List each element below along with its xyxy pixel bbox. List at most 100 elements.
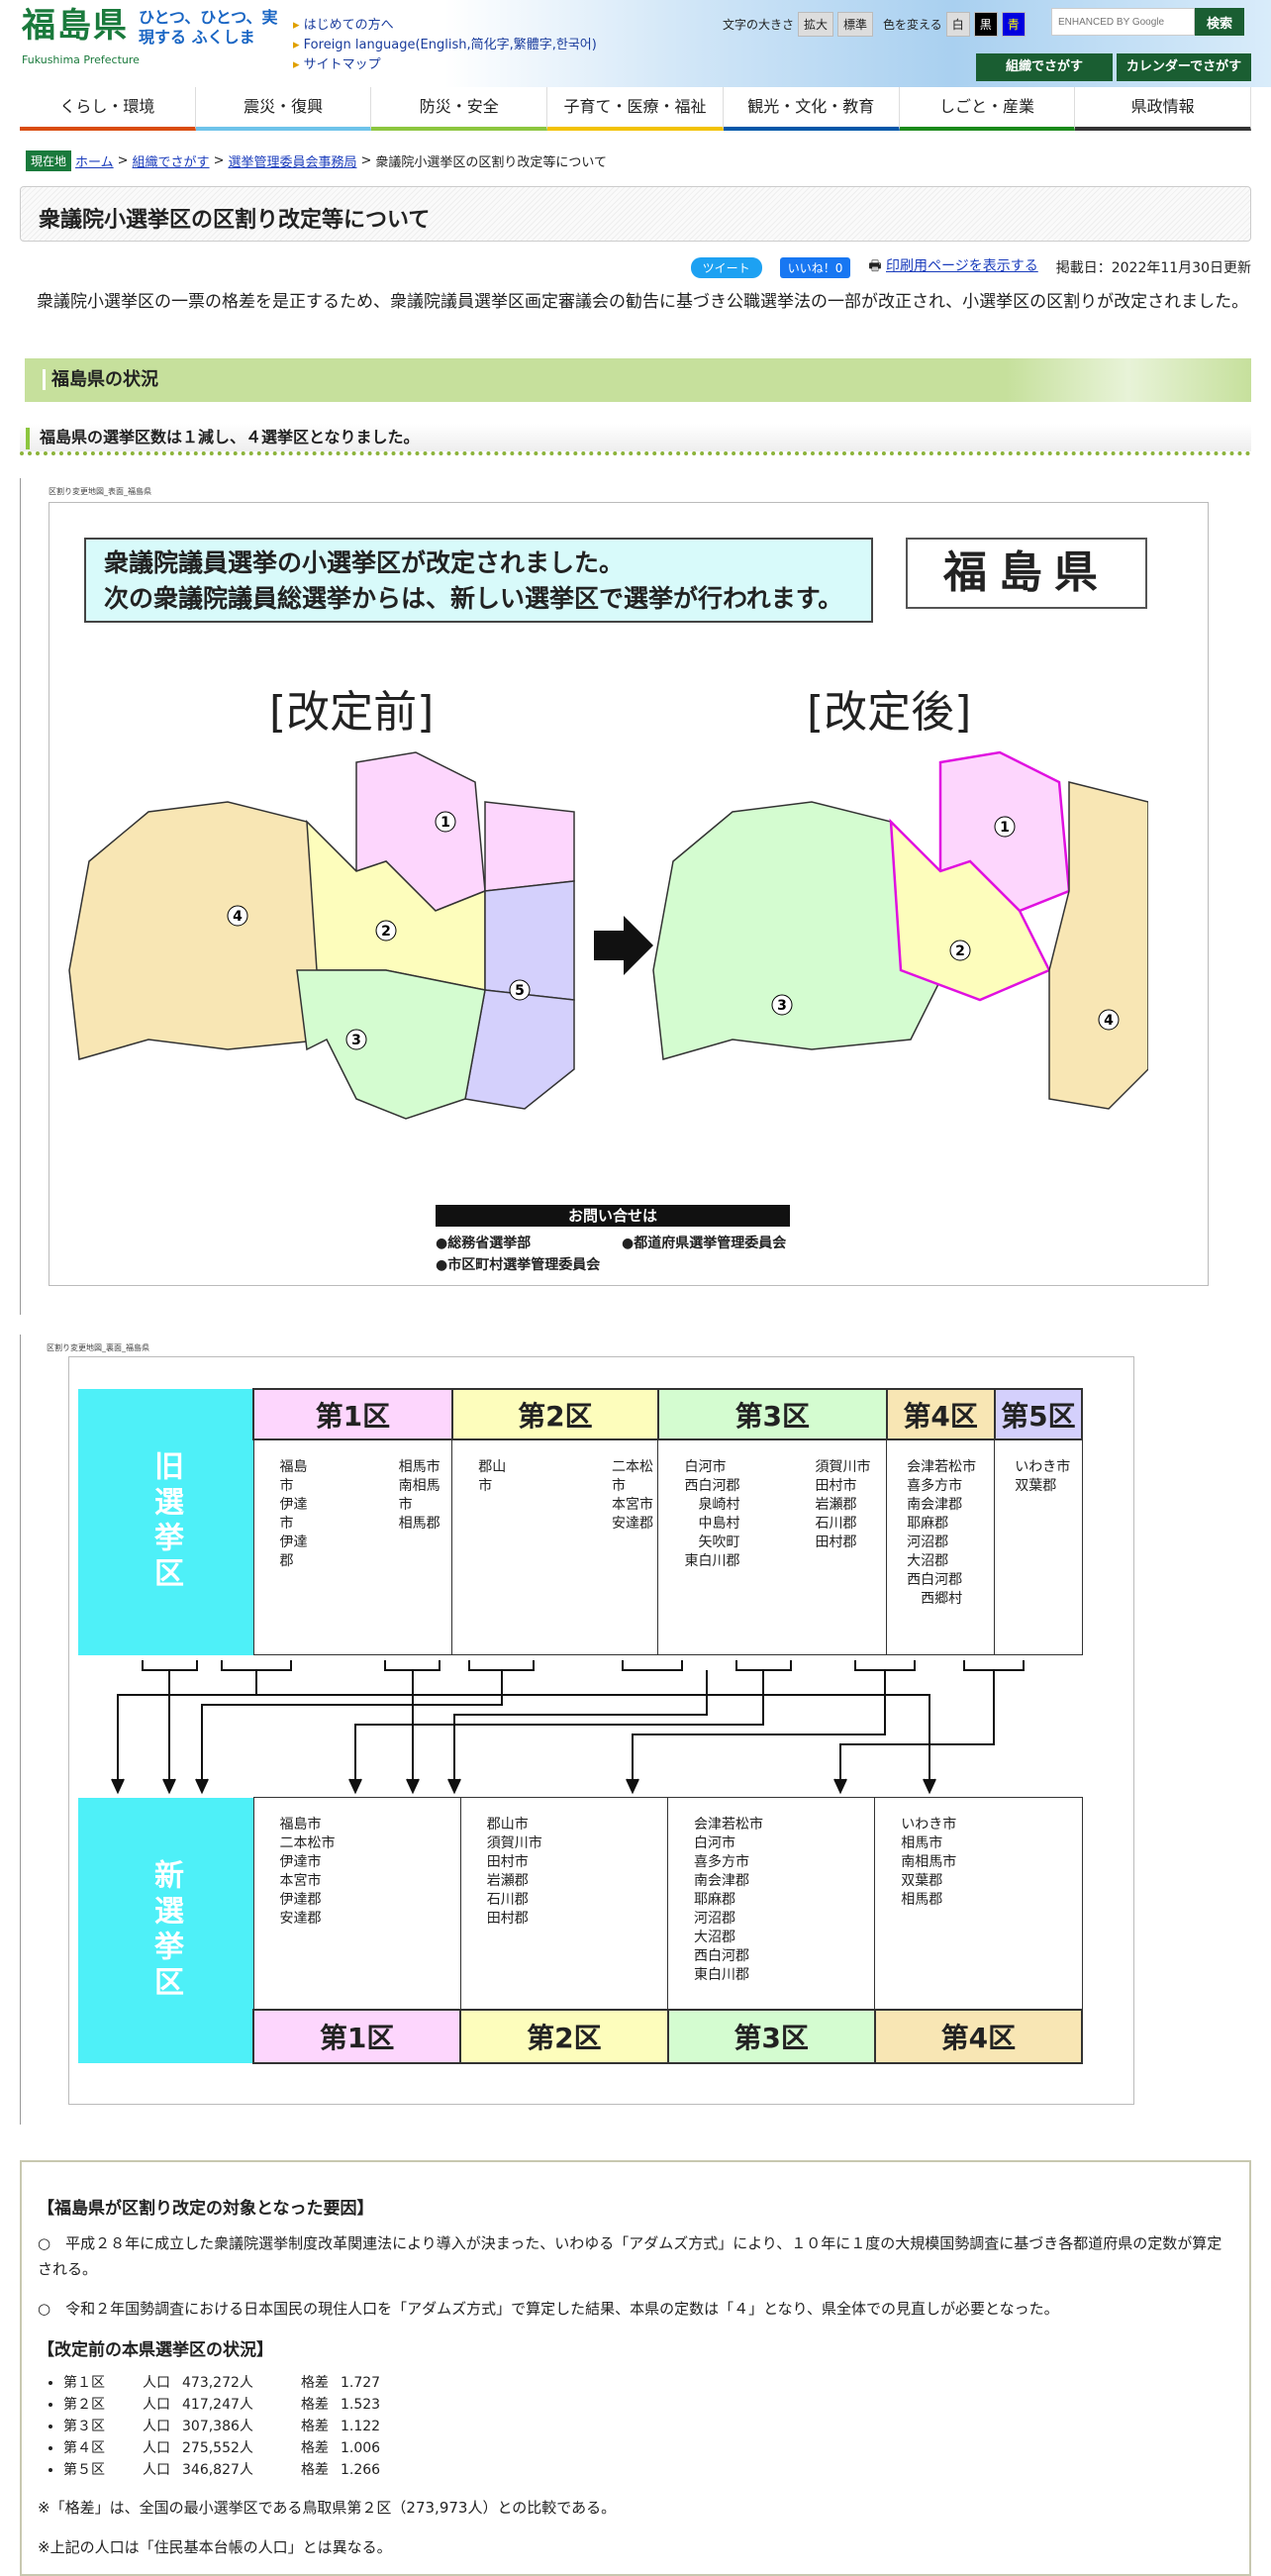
calendar-search-button[interactable]: カレンダーでさがす — [1117, 53, 1251, 81]
new-district-4-areas: いわき市相馬市南相馬市双葉郡相馬郡 — [874, 1797, 1083, 2011]
font-enlarge-button[interactable]: 拡大 — [798, 12, 834, 37]
color-label: 色を変える — [883, 18, 942, 32]
new-districts-table: 新選挙区 福島市二本松市伊達市本宮市伊達郡安達郡 郡山市須賀川市田村市岩瀬郡石川… — [78, 1797, 1084, 2064]
new-district-footer: 第4区 — [873, 2009, 1084, 2064]
arrow-right-icon — [594, 916, 653, 975]
map-number: 4 — [1104, 1013, 1114, 1029]
before-district-1-coast — [484, 801, 575, 892]
link-sitemap[interactable]: サイトマップ — [293, 55, 597, 75]
search-button[interactable]: 検索 — [1195, 8, 1244, 36]
section-heading-text: 福島県の状況 — [43, 369, 158, 390]
nav-recovery[interactable]: 震災・復興 — [195, 87, 372, 131]
old-district-2-areas: 郡山市二本松市本宮市安達郡 — [451, 1438, 659, 1655]
old-district-header: 第5区 — [993, 1388, 1084, 1440]
map-number: 2 — [381, 924, 391, 940]
breadcrumb-sep: > — [360, 153, 372, 168]
new-district-footer: 第1区 — [251, 2009, 462, 2064]
reasons-paragraph: ○ 令和２年国勢調査における日本国民の現住人口を「アダムズ方式」で算定した結果、… — [38, 2300, 1059, 2318]
section-heading: 福島県の状況 — [20, 358, 1251, 402]
slogan-logo: ひとつ、ひとつ、実現する ふくしま — [139, 8, 278, 47]
nav-safety[interactable]: 防災・安全 — [371, 87, 548, 131]
accessibility-tools: 文字の大きさ 拡大 標準 色を変える 白 黒 青 — [723, 12, 1026, 37]
search-input[interactable] — [1051, 8, 1195, 36]
note: ※上記の人口は「住民基本台帳の人口」とは異なる。 — [38, 2538, 392, 2556]
global-nav: くらし・環境 震災・復興 防災・安全 子育て・医療・福祉 観光・文化・教育 しご… — [20, 87, 1252, 131]
map-number: 2 — [955, 943, 965, 959]
breadcrumb-org[interactable]: 組織でさがす — [132, 155, 210, 170]
district-maps: 1 2 3 4 5 1 2 3 4 — [68, 750, 1148, 1120]
old-district-1-areas: 福島市伊達市伊達郡相馬市南相馬市相馬郡 — [252, 1438, 453, 1655]
old-district-header: 第3区 — [656, 1388, 888, 1440]
org-search-button[interactable]: 組織でさがす — [976, 53, 1113, 81]
link-first-time[interactable]: はじめての方へ — [293, 16, 597, 36]
posted-date: 掲載日：2022年11月30日更新 — [1055, 260, 1251, 276]
nav-welfare[interactable]: 子育て・医療・福祉 — [547, 87, 724, 131]
image-caption: 区割り変更地図_表面_福島県 — [49, 487, 151, 496]
color-black-button[interactable]: 黒 — [973, 12, 998, 37]
nav-living[interactable]: くらし・環境 — [20, 87, 196, 131]
nav-tourism[interactable]: 観光・文化・教育 — [723, 87, 900, 131]
breadcrumb-election-office[interactable]: 選挙管理委員会事務局 — [228, 155, 357, 170]
inquiry-heading: お問い合せは — [436, 1205, 790, 1227]
notice-line-2: 次の衆議院議員総選挙からは、新しい選挙区で選挙が行われます。 — [104, 584, 843, 613]
map-notice: 衆議院議員選挙の小選挙区が改定されました。 次の衆議院議員総選挙からは、新しい選… — [84, 538, 873, 623]
before-district-3 — [296, 969, 486, 1120]
breadcrumb-sep: > — [117, 153, 129, 168]
new-district-footer: 第2区 — [459, 2009, 669, 2064]
site-logo[interactable]: 福島県 — [22, 6, 129, 46]
site-header: 福島県 Fukushima Prefecture ひとつ、ひとつ、実現する ふく… — [0, 0, 1271, 87]
old-district-header: 第2区 — [450, 1388, 659, 1440]
prefecture-label: 福島県 — [906, 538, 1147, 609]
print-link[interactable]: 印刷用ページを表示する — [886, 258, 1038, 274]
new-district-2-areas: 郡山市須賀川市田村市岩瀬郡石川郡田村郡 — [459, 1797, 669, 2011]
breadcrumb-current: 衆議院小選挙区の区割り改定等について — [375, 155, 608, 170]
breadcrumb-sep: > — [213, 153, 225, 168]
link-foreign-language[interactable]: Foreign language(English,简化字,繁體字,한국어) — [293, 36, 597, 55]
page-title: 衆議院小選挙区の区割り改定等について — [20, 186, 1251, 242]
new-district-footer: 第3区 — [666, 2009, 876, 2064]
subsection-heading: 福島県の選挙区数は１減し、４選挙区となりました。 — [20, 424, 1251, 455]
nav-work[interactable]: しごと・産業 — [899, 87, 1076, 131]
contact-item: ●総務省選挙部 — [436, 1236, 532, 1251]
site-search: 検索 — [1051, 8, 1244, 36]
map-number: 3 — [351, 1033, 361, 1048]
breadcrumb-home[interactable]: ホーム — [75, 155, 114, 170]
new-district-3-areas: 会津若松市白河市喜多方市南会津郡耶麻郡河沼郡大沼郡西白河郡東白川郡 — [666, 1797, 876, 2011]
reasons-heading: 【福島県が区割り改定の対象となった要因】 — [38, 2199, 374, 2219]
map-number: 3 — [777, 998, 787, 1014]
breadcrumb: 現在地 ホーム> 組織でさがす> 選挙管理委員会事務局> 衆議院小選挙区の区割り… — [26, 150, 607, 171]
notice-line-1: 衆議院議員選挙の小選挙区が改定されました。 — [104, 548, 625, 577]
color-blue-button[interactable]: 青 — [1001, 12, 1026, 37]
reasons-paragraph: ○ 平成２８年に成立した衆議院選挙制度改革関連法により導入が決まった、いわゆる「… — [38, 2234, 1222, 2278]
font-standard-button[interactable]: 標準 — [837, 12, 874, 37]
district-numbers: 1 2 3 4 5 1 2 3 4 — [227, 811, 1120, 1050]
intro-text: 衆議院小選挙区の一票の格差を是正するため、衆議院議員選挙区画定審議会の勧告に基づ… — [37, 292, 1249, 312]
reasons-box: 【福島県が区割り改定の対象となった要因】 ○ 平成２８年に成立した衆議院選挙制度… — [20, 2160, 1251, 2576]
after-district-4 — [1048, 781, 1148, 1110]
nav-government[interactable]: 県政情報 — [1075, 87, 1252, 131]
map-number: 1 — [1000, 820, 1010, 836]
note: ※「格差」は、全国の最小選挙区である鳥取県第２区（273,973人）との比較であ… — [38, 2499, 617, 2517]
new-district-1-areas: 福島市二本松市伊達市本宮市伊達郡安達郡 — [252, 1797, 461, 2011]
before-label: [改定前] — [269, 687, 435, 738]
before-district-5-north — [484, 880, 575, 1001]
image-caption: 区割り変更地図_裏面_福島県 — [47, 1343, 149, 1352]
old-district-header: 第4区 — [885, 1388, 996, 1440]
old-district-5-areas: いわき市双葉郡 — [994, 1438, 1083, 1655]
tweet-button[interactable]: ツイート — [690, 256, 762, 278]
contact-item: ●市区町村選挙管理委員会 — [436, 1257, 601, 1273]
color-white-button[interactable]: 白 — [945, 12, 970, 37]
like-button[interactable]: いいね！0 — [779, 256, 851, 278]
contact-item: ●都道府県選挙管理委員会 — [622, 1236, 787, 1251]
site-logo-subtitle: Fukushima Prefecture — [22, 53, 140, 66]
after-district-3 — [652, 801, 941, 1060]
map-number: 4 — [233, 909, 243, 925]
map-number: 1 — [440, 815, 450, 831]
old-district-header: 第1区 — [252, 1388, 453, 1440]
